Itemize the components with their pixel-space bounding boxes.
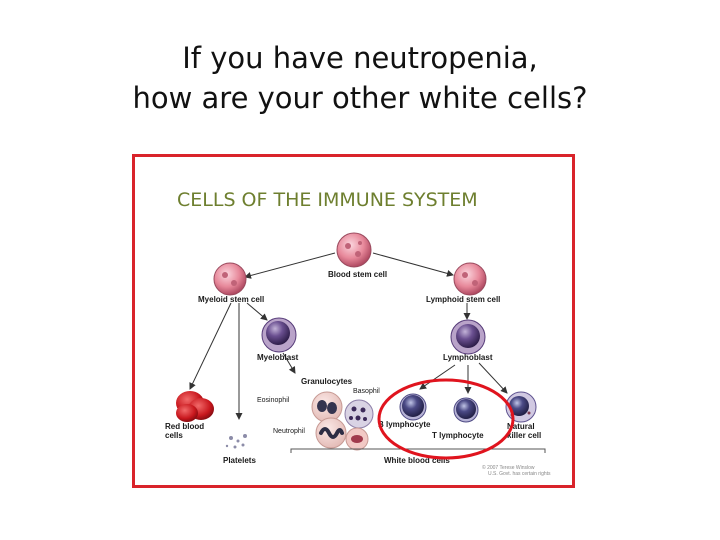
credit-line-1: © 2007 Terese Winslow: [482, 464, 535, 471]
label-blood-stem-cell: Blood stem cell: [328, 270, 387, 279]
neutrophil-icon: [315, 417, 347, 449]
credit-line-2: U.S. Govt. has certain rights: [488, 471, 551, 477]
platelets-icon: [225, 434, 247, 449]
lineage-arrows: [189, 252, 508, 420]
label-myeloblast: Myeloblast: [257, 353, 299, 362]
label-white-blood-cells: White blood cells: [384, 456, 450, 465]
basophil-icon: [344, 399, 374, 429]
label-red-blood-cells-line2: cells: [165, 431, 183, 440]
label-red-blood-cells-line1: Red blood: [165, 422, 204, 431]
immune-diagram-frame: CELLS OF THE IMMUNE SYSTEM Blood stem ce…: [132, 154, 575, 488]
label-basophil: Basophil: [353, 388, 380, 395]
label-lymphoblast: Lymphoblast: [443, 353, 493, 362]
label-t-lymphocyte: T lymphocyte: [432, 431, 484, 440]
eosinophil-icon: [311, 391, 343, 423]
title-line-2: how are your other white cells?: [132, 81, 588, 115]
lymphoblast-icon: [450, 319, 486, 355]
label-b-lymphocyte: B lymphocyte: [378, 420, 431, 429]
lymphoid-stem-cell-icon: [453, 262, 487, 296]
b-lymphocyte-icon: [399, 393, 427, 421]
label-lymphoid-stem-cell: Lymphoid stem cell: [426, 295, 500, 304]
granulocyte-extra-icon: [345, 427, 369, 451]
diagram-heading: CELLS OF THE IMMUNE SYSTEM: [177, 189, 478, 211]
label-platelets: Platelets: [223, 456, 256, 465]
blood-stem-cell-icon: [336, 232, 372, 268]
immune-cell-diagram: CELLS OF THE IMMUNE SYSTEM Blood stem ce…: [165, 189, 551, 477]
myeloblast-icon: [261, 317, 297, 353]
label-eosinophil: Eosinophil: [257, 397, 290, 404]
label-myeloid-stem-cell: Myeloid stem cell: [198, 295, 264, 304]
label-natural-killer-line1: Natural: [507, 422, 535, 431]
label-granulocytes: Granulocytes: [301, 377, 353, 386]
label-natural-killer-line2: killer cell: [507, 431, 541, 440]
slide-title: If you have neutropenia, how are your ot…: [0, 38, 720, 118]
red-blood-cells-icon: [176, 391, 214, 422]
t-lymphocyte-icon: [453, 397, 479, 423]
lymphocyte-highlight-circle: [377, 378, 515, 460]
label-neutrophil: Neutrophil: [273, 428, 305, 435]
myeloid-stem-cell-icon: [213, 262, 247, 296]
white-blood-cells-bracket: [290, 448, 546, 453]
title-line-1: If you have neutropenia,: [182, 41, 538, 75]
